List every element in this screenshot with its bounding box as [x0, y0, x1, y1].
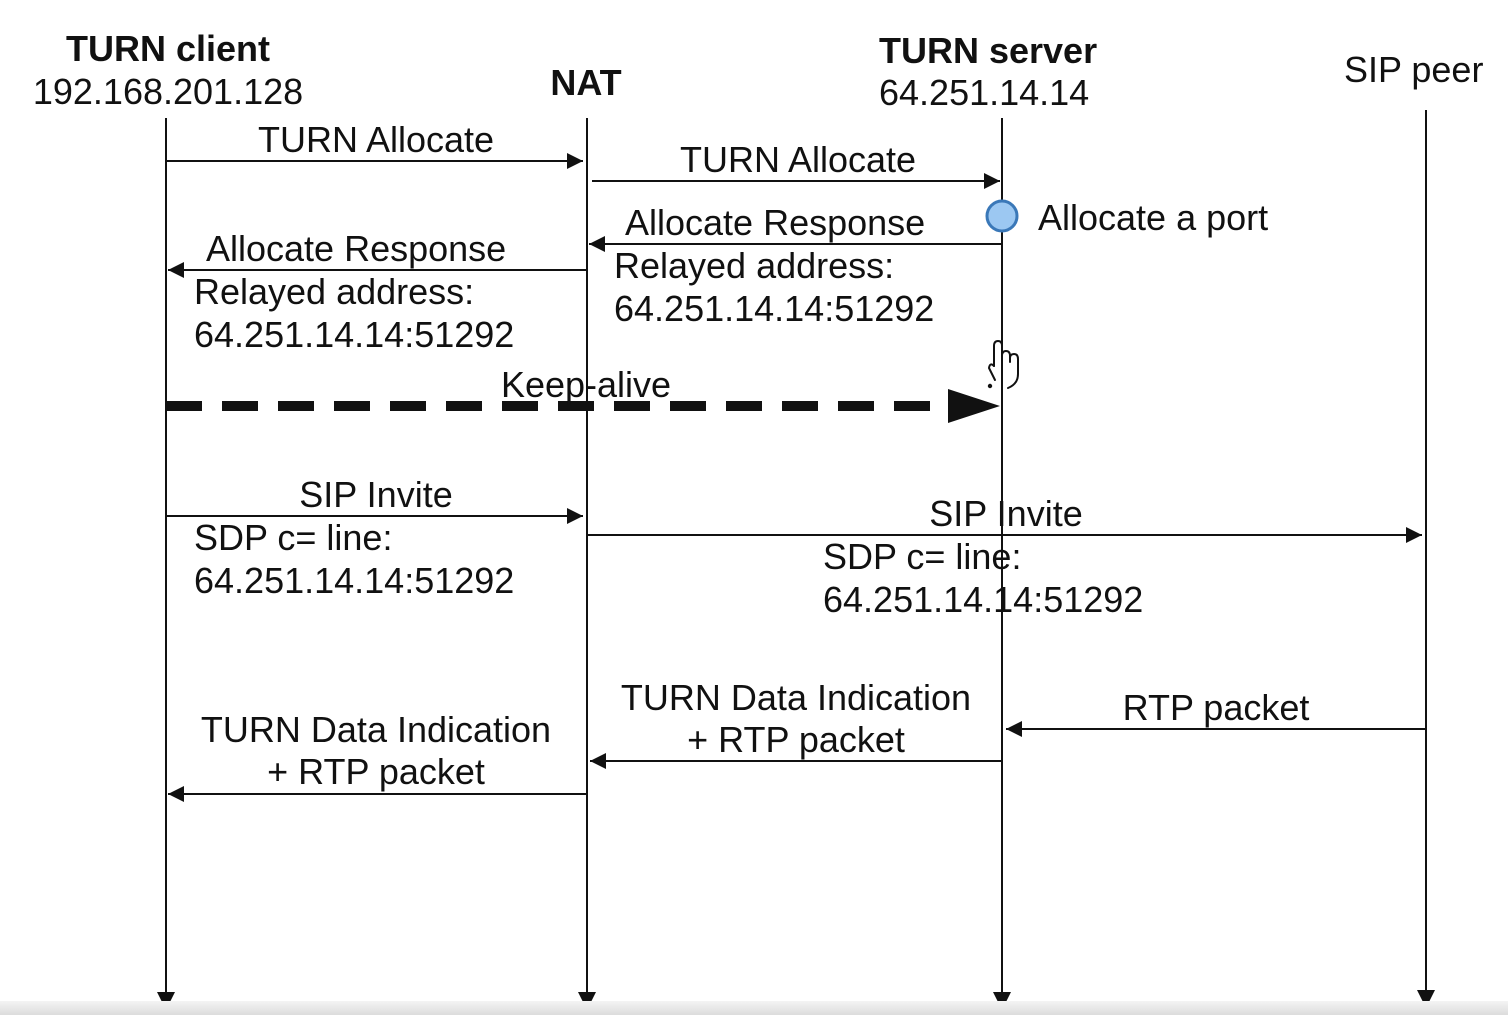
keepalive-arrowhead: [948, 389, 1000, 423]
label-allocate-nat-to-server: TURN Allocate: [679, 139, 917, 180]
label-response-nat-to-client-title: Allocate Response: [206, 228, 507, 269]
label-response-server-to-nat-line1: Relayed address:: [614, 245, 895, 286]
participant-turn-server-address: 64.251.14.14: [879, 72, 1090, 113]
participant-nat-name: NAT: [550, 62, 622, 103]
hand-cursor-icon: [987, 340, 1019, 389]
label-data-nat-to-client-line2: + RTP packet: [267, 751, 485, 792]
participant-sip-peer-name: SIP peer: [1344, 49, 1484, 90]
label-response-nat-to-client-line1: Relayed address:: [194, 271, 475, 312]
label-data-server-to-nat-line1: TURN Data Indication: [620, 677, 972, 718]
label-keepalive: Keep-alive: [500, 364, 672, 405]
allocate-port-marker: [985, 199, 1019, 233]
label-invite-client-to-nat-line1: SDP c= line:: [194, 517, 393, 558]
bottom-edge: [0, 1001, 1508, 1015]
label-invite-client-to-nat-line2: 64.251.14.14:51292: [194, 560, 515, 601]
label-invite-client-to-nat-title: SIP Invite: [299, 474, 453, 515]
label-response-server-to-nat-title: Allocate Response: [625, 202, 926, 243]
label-response-nat-to-client-line2: 64.251.14.14:51292: [194, 314, 515, 355]
label-invite-nat-to-peer-line2: 64.251.14.14:51292: [823, 579, 1144, 620]
participant-turn-client-address: 192.168.201.128: [32, 71, 304, 112]
label-allocate-client-to-nat: TURN Allocate: [257, 119, 495, 160]
label-invite-nat-to-peer-line1: SDP c= line:: [823, 536, 1022, 577]
label-data-server-to-nat-line2: + RTP packet: [687, 719, 905, 760]
label-response-server-to-nat-line2: 64.251.14.14:51292: [614, 288, 935, 329]
label-data-nat-to-client-line1: TURN Data Indication: [200, 709, 552, 750]
participant-turn-server-name: TURN server: [879, 30, 1098, 71]
label-invite-nat-to-peer-title: SIP Invite: [929, 493, 1083, 534]
participant-turn-client-name: TURN client: [65, 28, 271, 69]
label-allocate-port: Allocate a port: [1038, 197, 1269, 238]
label-rtp-peer-to-server: RTP packet: [1122, 687, 1310, 728]
